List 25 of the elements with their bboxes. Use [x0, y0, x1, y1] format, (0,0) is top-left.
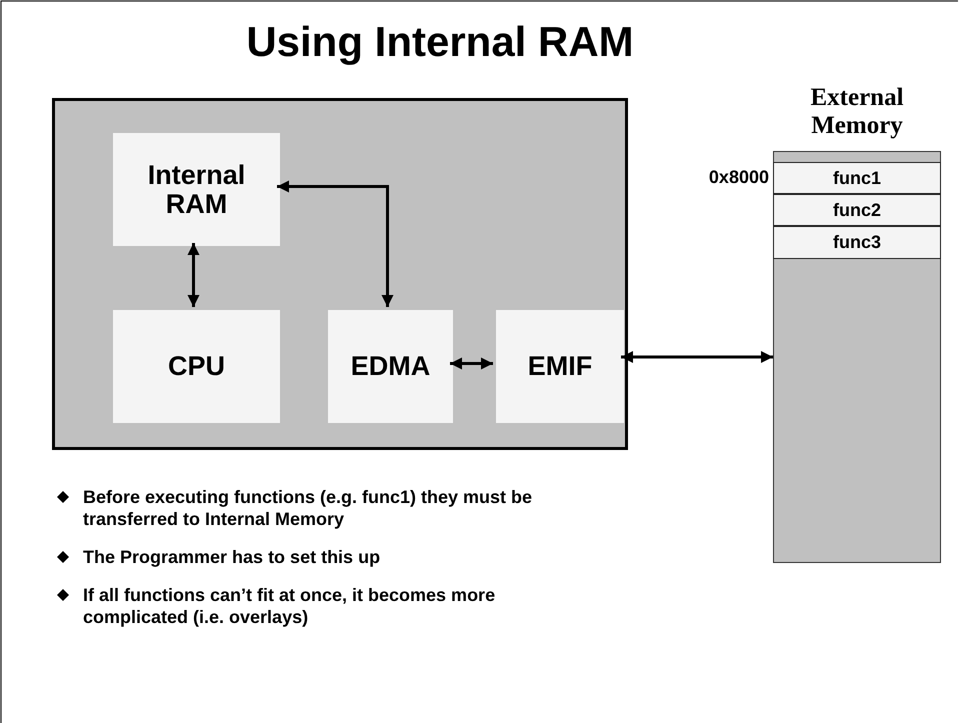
component-label: CPU [168, 352, 225, 381]
arrow [277, 180, 394, 307]
address-label: 0x8000 [708, 167, 769, 188]
component-box [113, 133, 280, 246]
bullet-text: The Programmer has to set this up [83, 546, 382, 568]
memory-heading: External Memory [809, 84, 905, 140]
function-name: func3 [832, 233, 881, 252]
bullet-text: Before executing functions (e.g. func1) they must be transferred to Internal Memory [83, 486, 534, 530]
bullet-text: If all functions can’t fit at once, it becomes more complicated (i.e. overlays) [83, 584, 496, 628]
component-label: EMIF [528, 352, 592, 381]
memory-segment [773, 194, 941, 226]
component-box [113, 310, 280, 423]
function-name: func1 [832, 168, 881, 188]
function-name: func2 [832, 200, 881, 220]
slide-title: Using Internal RAM [245, 18, 635, 66]
component-box [328, 310, 453, 423]
component-box [496, 310, 624, 423]
component-label: EDMA [350, 352, 430, 381]
arrow [188, 243, 200, 307]
memory-segment [773, 162, 941, 194]
memory-segment [773, 226, 941, 259]
component-label: Internal RAM [146, 161, 246, 218]
chip-box [52, 98, 628, 450]
arrow [621, 351, 773, 363]
arrow [450, 358, 493, 370]
